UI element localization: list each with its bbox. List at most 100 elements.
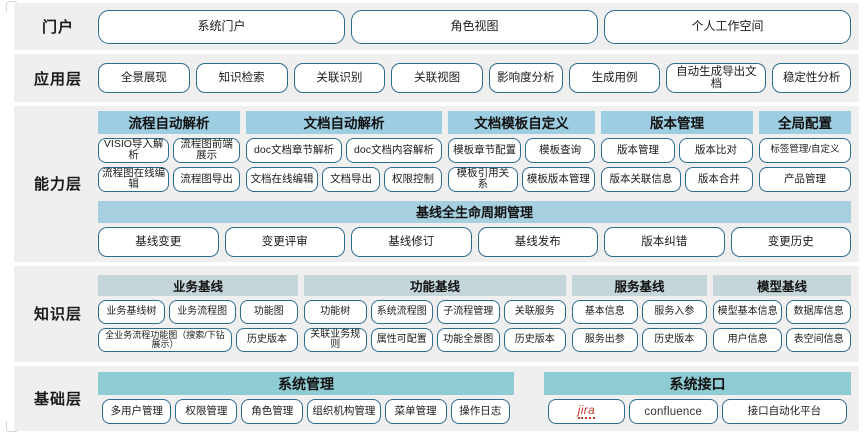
capability-lifecycle-group: 基线全生命周期管理 基线变更 变更评审 基线修订 基线发布 版本纠错 变更历史: [98, 200, 851, 257]
base-group-header-1: 系统接口: [544, 372, 851, 396]
capability-item-3-3[interactable]: 版本合并: [684, 166, 753, 192]
lifecycle-item-2[interactable]: 基线修订: [351, 226, 472, 257]
knowledge-item-2-2[interactable]: 服务出参: [572, 328, 638, 353]
capability-item-0-0[interactable]: VISIO导入解析: [98, 137, 170, 163]
application-item-4[interactable]: 影响度分析: [489, 63, 563, 94]
knowledge-item-3-1[interactable]: 数据库信息: [786, 300, 851, 325]
base-item-confluence[interactable]: confluence: [628, 399, 718, 425]
capability-item-1-4[interactable]: 权限控制: [384, 166, 442, 192]
base-item-0-0[interactable]: 多用户管理: [102, 399, 172, 425]
capability-item-3-1[interactable]: 版本比对: [679, 137, 753, 163]
capability-group-header-3: 版本管理: [601, 110, 753, 134]
knowledge-group-function: 功能基线 功能树 系统流程图 子流程管理 关联服务 关联业务规则 属性可配置 功…: [304, 275, 566, 353]
capability-item-3-0[interactable]: 版本管理: [601, 137, 675, 163]
application-item-2[interactable]: 关联识别: [293, 63, 386, 94]
lifecycle-item-0[interactable]: 基线变更: [98, 226, 219, 257]
base-item-jira[interactable]: jira: [548, 399, 625, 425]
capability-item-4-1[interactable]: 产品管理: [759, 166, 851, 192]
base-item-0-5[interactable]: 操作日志: [450, 399, 511, 425]
capability-group-4-row-1: 标签管理/自定义: [759, 137, 851, 163]
frame-corner-bottom-left: [6, 421, 17, 432]
capability-group-header-2: 文档模板自定义: [448, 110, 595, 134]
knowledge-groups: 业务基线 业务基线树 业务流程图 功能图 全业务流程功能图（搜索/下钻展示） 历…: [98, 275, 851, 353]
capability-item-2-2[interactable]: 模板引用关系: [448, 166, 518, 192]
knowledge-item-0-4[interactable]: 历史版本: [236, 328, 298, 353]
knowledge-group-service: 服务基线 基本信息 服务入参 服务出参 历史版本: [572, 275, 707, 353]
knowledge-item-2-1[interactable]: 服务入参: [641, 300, 707, 325]
base-item-0-4[interactable]: 菜单管理: [384, 399, 447, 425]
knowledge-item-1-6[interactable]: 功能全景图: [437, 328, 500, 353]
base-group-header-0: 系统管理: [98, 372, 514, 396]
knowledge-item-1-3[interactable]: 关联服务: [503, 300, 566, 325]
capability-item-2-0[interactable]: 模板章节配置: [448, 137, 522, 163]
knowledge-item-1-0[interactable]: 功能树: [304, 300, 367, 325]
capability-item-1-2[interactable]: 文档在线编辑: [246, 166, 319, 192]
application-item-3[interactable]: 关联视图: [391, 63, 483, 94]
knowledge-item-1-4[interactable]: 关联业务规则: [304, 328, 367, 353]
knowledge-item-1-5[interactable]: 属性可配置: [370, 328, 433, 353]
portal-item-2[interactable]: 个人工作空间: [604, 9, 851, 44]
knowledge-body: 业务基线 业务基线树 业务流程图 功能图 全业务流程功能图（搜索/下钻展示） 历…: [98, 275, 851, 353]
lifecycle-item-5[interactable]: 变更历史: [730, 226, 851, 257]
base-item-0-1[interactable]: 权限管理: [175, 399, 238, 425]
application-item-1[interactable]: 知识检索: [195, 63, 288, 94]
portal-item-1[interactable]: 角色视图: [351, 9, 598, 44]
base-body: 系统管理 多用户管理 权限管理 角色管理 组织机构管理 菜单管理 操作日志 系统…: [98, 372, 851, 425]
knowledge-item-0-3[interactable]: 全业务流程功能图（搜索/下钻展示）: [98, 328, 232, 353]
lifecycle-item-1[interactable]: 变更评审: [224, 226, 345, 257]
capability-item-1-1[interactable]: doc文档内容解析: [346, 137, 442, 163]
knowledge-item-3-2[interactable]: 用户信息: [713, 328, 783, 353]
knowledge-item-1-7[interactable]: 历史版本: [503, 328, 566, 353]
knowledge-group-2-row-2: 服务出参 历史版本: [572, 328, 707, 353]
application-item-0[interactable]: 全景展现: [98, 63, 190, 94]
base-item-0-2[interactable]: 角色管理: [241, 399, 304, 425]
knowledge-group-3-row-2: 用户信息 表空间信息: [713, 328, 851, 353]
knowledge-item-0-1[interactable]: 业务流程图: [168, 300, 236, 325]
knowledge-item-3-3[interactable]: 表空间信息: [786, 328, 851, 353]
application-item-6[interactable]: 自动生成导出文档: [666, 63, 767, 94]
knowledge-item-1-1[interactable]: 系统流程图: [370, 300, 433, 325]
capability-group-1-row-2: 文档在线编辑 文档导出 权限控制: [246, 166, 442, 192]
jira-label: jira: [577, 403, 595, 420]
capability-group-global-config: 全局配置 标签管理/自定义 产品管理: [759, 110, 851, 192]
layer-label-knowledge: 知识层: [33, 306, 82, 324]
knowledge-group-1-row-1: 功能树 系统流程图 子流程管理 关联服务: [304, 300, 566, 325]
knowledge-group-model: 模型基线 模型基本信息 数据库信息 用户信息 表空间信息: [713, 275, 851, 353]
capability-item-2-3[interactable]: 模板版本管理: [521, 166, 595, 192]
knowledge-item-1-2[interactable]: 子流程管理: [437, 300, 500, 325]
application-item-5[interactable]: 生成用例: [568, 63, 661, 94]
knowledge-item-0-0[interactable]: 业务基线树: [98, 300, 165, 325]
capability-item-1-3[interactable]: 文档导出: [322, 166, 381, 192]
portal-body: 系统门户 角色视图 个人工作空间: [98, 9, 851, 44]
application-item-7[interactable]: 稳定性分析: [772, 63, 851, 94]
portal-item-0[interactable]: 系统门户: [98, 9, 345, 44]
capability-item-0-1[interactable]: 流程图前端展示: [173, 137, 240, 163]
knowledge-group-header-2: 服务基线: [572, 275, 707, 297]
capability-item-1-0[interactable]: doc文档章节解析: [246, 137, 342, 163]
base-group-system-interface: 系统接口 jira confluence 接口自动化平台: [544, 372, 851, 425]
capability-item-4-0[interactable]: 标签管理/自定义: [759, 137, 851, 163]
layer-label-capability: 能力层: [33, 176, 82, 194]
capability-group-version: 版本管理 版本管理 版本比对 版本关联信息 版本合并: [601, 110, 753, 192]
knowledge-group-header-3: 模型基线: [713, 275, 851, 297]
knowledge-group-1-row-2: 关联业务规则 属性可配置 功能全景图 历史版本: [304, 328, 566, 353]
base-item-api-platform[interactable]: 接口自动化平台: [721, 399, 847, 425]
capability-item-2-1[interactable]: 模板查询: [525, 137, 595, 163]
knowledge-item-2-3[interactable]: 历史版本: [641, 328, 707, 353]
capability-item-0-2[interactable]: 流程图在线编辑: [98, 166, 170, 192]
base-item-0-3[interactable]: 组织机构管理: [307, 399, 381, 425]
knowledge-item-0-2[interactable]: 功能图: [239, 300, 298, 325]
capability-group-2-row-1: 模板章节配置 模板查询: [448, 137, 595, 163]
layer-row-knowledge: 知识层 业务基线 业务基线树 业务流程图 功能图 全业务流程功能图（搜索/下钻展…: [14, 265, 859, 362]
knowledge-item-2-0[interactable]: 基本信息: [572, 300, 638, 325]
capability-item-0-3[interactable]: 流程图导出: [173, 166, 240, 192]
capability-groups: 流程自动解析 VISIO导入解析 流程图前端展示 流程图在线编辑 流程图导出 文…: [98, 110, 851, 192]
lifecycle-item-3[interactable]: 基线发布: [477, 226, 598, 257]
capability-group-0-row-1: VISIO导入解析 流程图前端展示: [98, 137, 240, 163]
knowledge-item-3-0[interactable]: 模型基本信息: [713, 300, 783, 325]
capability-item-3-2[interactable]: 版本关联信息: [601, 166, 681, 192]
capability-group-header-1: 文档自动解析: [246, 110, 442, 134]
layer-row-application: 应用层 全景展现 知识检索 关联识别 关联视图 影响度分析 生成用例 自动生成导…: [14, 54, 859, 102]
layer-row-portal: 门户 系统门户 角色视图 个人工作空间: [14, 3, 859, 51]
lifecycle-item-4[interactable]: 版本纠错: [604, 226, 725, 257]
